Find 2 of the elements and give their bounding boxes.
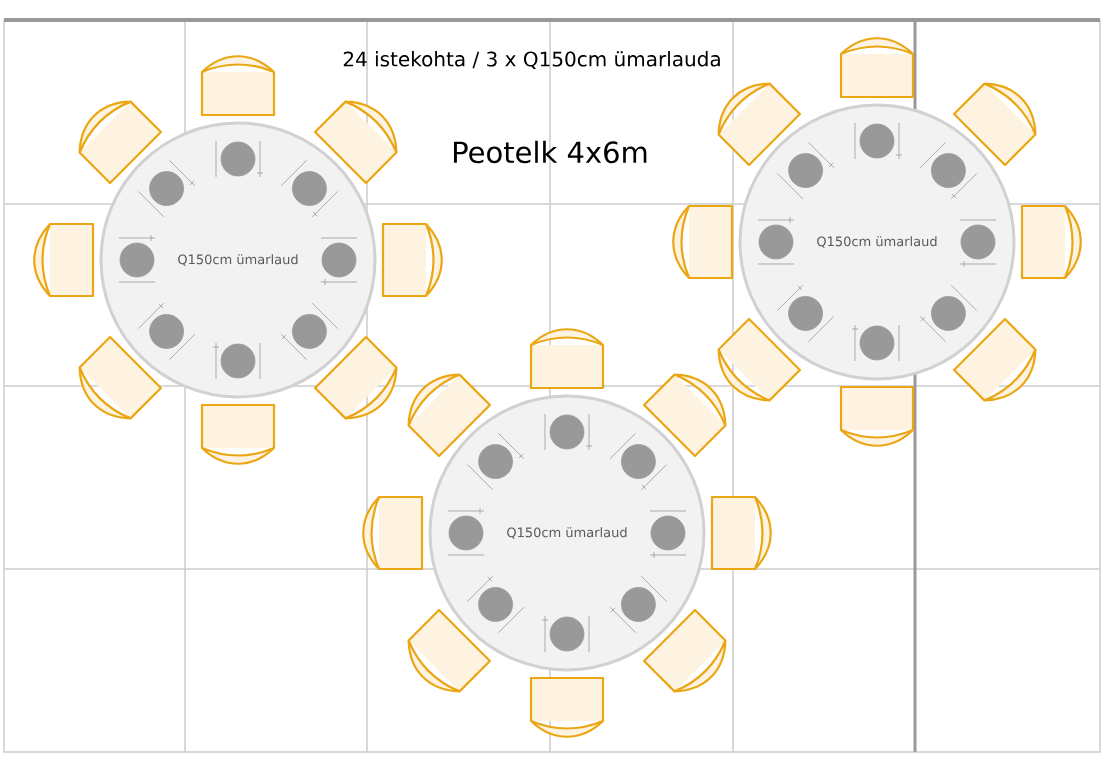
heading-note: 24 istekohta / 3 x Q150cm ümarlauda <box>343 51 720 69</box>
title: Peotelk 4x6m <box>454 140 647 164</box>
